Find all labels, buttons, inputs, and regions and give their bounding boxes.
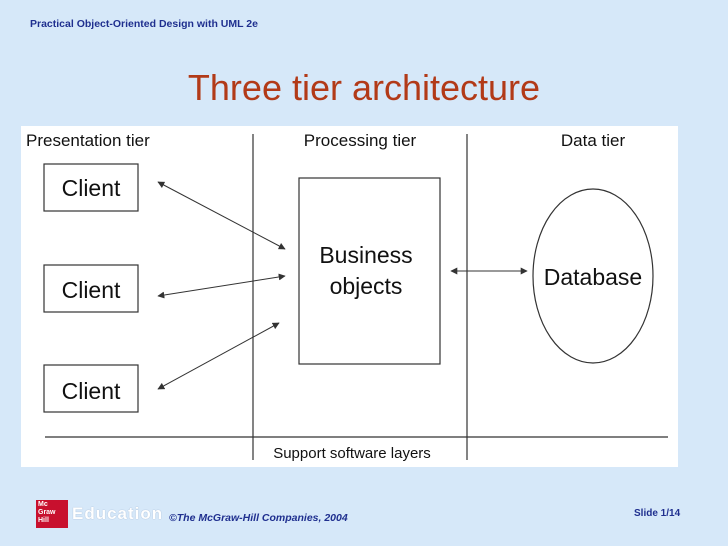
client-box-3: Client xyxy=(43,364,139,413)
support-software-label: Support software layers xyxy=(273,445,431,462)
client-label-1: Client xyxy=(62,175,121,201)
copyright-notice: ©The McGraw-Hill Companies, 2004 xyxy=(169,512,348,524)
logo-mc: Mc xyxy=(38,501,48,508)
database-ellipse: Database xyxy=(532,188,654,364)
slide-label: Slide 1/ xyxy=(634,508,670,519)
client-label-3: Client xyxy=(62,378,121,404)
arrow-client2-business xyxy=(157,273,286,299)
logo-hill: Hill xyxy=(38,517,49,524)
database-label: Database xyxy=(544,264,642,290)
diagram-canvas: Presentation tier Processing tier Data t… xyxy=(26,131,668,462)
client-box-2: Client xyxy=(43,264,139,313)
slide-number: Slide 1/14 xyxy=(634,508,680,519)
tier-label-processing: Processing tier xyxy=(304,131,417,150)
client-label-2: Client xyxy=(62,277,121,303)
logo-graw: Graw xyxy=(38,509,56,516)
architecture-diagram: Presentation tier Processing tier Data t… xyxy=(21,126,678,467)
client-box-1: Client xyxy=(43,163,139,212)
mcgraw-hill-logo-block: Mc Graw Hill xyxy=(36,500,68,528)
tier-label-presentation: Presentation tier xyxy=(26,131,150,150)
slide-total: 14 xyxy=(669,508,681,519)
slide-title: Three tier architecture xyxy=(187,67,541,108)
business-objects-label-line2: objects xyxy=(330,273,403,299)
education-wordmark: Education xyxy=(72,504,164,523)
arrow-client1-business xyxy=(157,181,286,250)
publisher-logo: Mc Graw Hill Education xyxy=(36,500,163,528)
business-objects-box: Business objects xyxy=(298,177,441,365)
arrow-client3-business xyxy=(157,322,280,390)
business-objects-label-line1: Business xyxy=(319,242,412,268)
course-title: Practical Object-Oriented Design with UM… xyxy=(30,18,258,30)
tier-label-data: Data tier xyxy=(561,131,626,150)
